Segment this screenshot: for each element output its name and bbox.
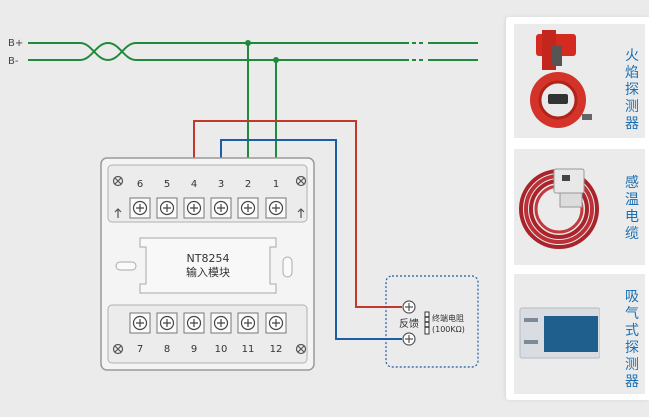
terminal-screw-icon [129, 197, 151, 219]
blue-feedback-wire [220, 139, 402, 340]
terminal-screw-icon [210, 197, 232, 219]
wiring-diagram: B+ B- NT8254 输入模块 [8, 38, 479, 371]
module-label-plate [139, 237, 277, 294]
terminal-number: 10 [215, 344, 228, 355]
terminal-screw-icon [129, 312, 151, 334]
bus-plus-wire [28, 42, 405, 62]
terminal-number: 3 [218, 179, 224, 190]
bus-wires [28, 41, 478, 158]
terminal-screw-icon [265, 312, 287, 334]
mounting-slot-left [115, 261, 137, 271]
terminal-number: 4 [191, 179, 197, 190]
device-card-aspirating: 吸气式探测器 [514, 274, 645, 394]
device-name: 感温电缆 [625, 175, 639, 242]
terminal-screw-icon [237, 312, 259, 334]
device-card-flame: 火焰探测器 [514, 24, 645, 138]
bus-minus-label: B- [8, 56, 19, 67]
heat-sensing-cable-icon [518, 153, 600, 261]
corner-screw-icon [112, 175, 124, 187]
terminal-screw-icon [183, 197, 205, 219]
feedback-label: 反馈 [399, 317, 419, 330]
device-name: 火焰探测器 [625, 48, 639, 132]
corner-screw-icon [112, 343, 124, 355]
terminal-number: 7 [137, 344, 143, 355]
terminal-number: 5 [164, 179, 170, 190]
terminal-resistor-icon [424, 311, 430, 335]
device-name: 吸气式探测器 [625, 289, 639, 390]
up-arrow-icon [114, 208, 122, 218]
terminal-screw-icon [183, 312, 205, 334]
device-panel: 火焰探测器 感温电缆 吸气式探测器 [506, 17, 649, 400]
terminal-number: 11 [242, 344, 255, 355]
bus-plus-junction [245, 40, 251, 46]
input-module: NT8254 输入模块 6 5 4 3 2 1 7 8 9 10 11 12 [100, 157, 315, 371]
terminal-number: 9 [191, 344, 197, 355]
terminal-screw-icon [237, 197, 259, 219]
corner-screw-icon [295, 343, 307, 355]
terminal-number: 2 [245, 179, 251, 190]
terminal-number: 12 [270, 344, 283, 355]
terminal-screw-icon [265, 197, 287, 219]
resistor-value: (100KΩ) [432, 325, 465, 334]
terminal-screw-icon [210, 312, 232, 334]
terminal-number: 6 [137, 179, 143, 190]
mounting-slot-right [282, 256, 293, 278]
flame-detector-icon [518, 28, 600, 134]
bus-minus-wire [28, 41, 405, 61]
terminal-number: 1 [273, 179, 279, 190]
terminal-screw-icon [156, 197, 178, 219]
terminal-screw-icon [156, 312, 178, 334]
aspirating-detector-icon [518, 278, 601, 390]
device-card-heat-cable: 感温电缆 [514, 149, 645, 265]
corner-screw-icon [295, 175, 307, 187]
feedback-terminal-box: 反馈 终端电阻 (100KΩ) [385, 275, 479, 368]
bus-plus-label: B+ [8, 38, 23, 49]
up-arrow-icon [297, 208, 305, 218]
bus-minus-junction [273, 57, 279, 63]
red-feedback-wire [193, 120, 402, 308]
module-model: NT8254 [187, 252, 230, 265]
terminal-number: 8 [164, 344, 170, 355]
module-name: 输入模块 [186, 265, 230, 279]
resistor-label: 终端电阻 [432, 313, 464, 323]
